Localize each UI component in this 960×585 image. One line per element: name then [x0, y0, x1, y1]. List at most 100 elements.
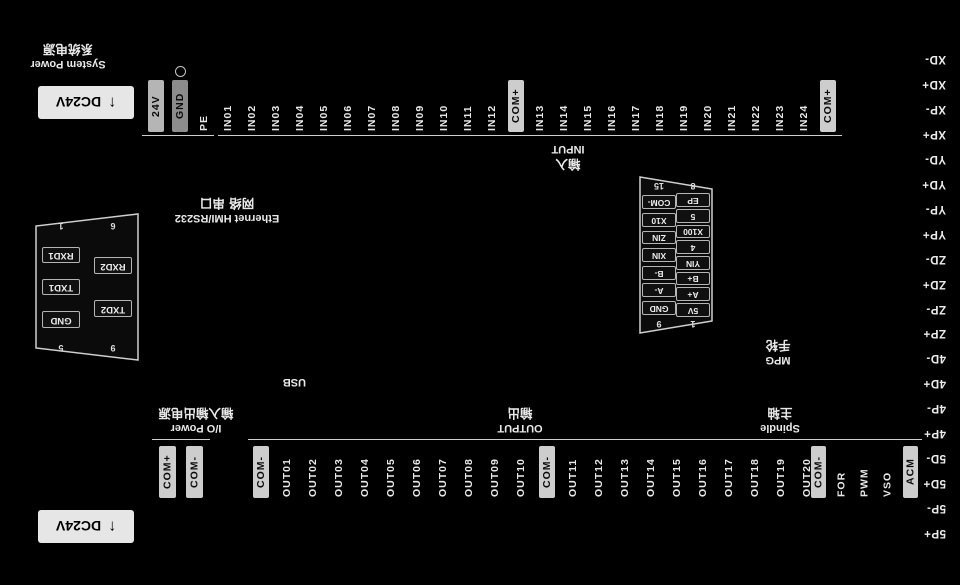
- axis-terminal-label: XD-: [924, 53, 946, 66]
- io-power-pin-row: COM+COM-: [154, 446, 208, 498]
- input-pin-label: IN19: [678, 104, 690, 131]
- axis-terminal-label: YD-: [924, 152, 946, 165]
- serial-port-title: Ethernet HMI/RS232 网络 串口: [144, 194, 310, 225]
- serial-port-title-en: Ethernet HMI/RS232: [174, 212, 280, 224]
- output-pin-label: OUT20: [801, 458, 813, 497]
- spindle-header-cn: 主轴: [767, 405, 793, 421]
- axis-terminal-label: ZD+: [922, 277, 946, 290]
- input-pin-label: COM+: [508, 80, 524, 132]
- mpg-header-en: MPG: [765, 354, 791, 366]
- io-power-pin-label: COM-: [186, 446, 203, 498]
- output-pin-label: OUT14: [645, 458, 657, 497]
- output-pin-label: OUT18: [749, 458, 761, 497]
- output-pin-label: OUT08: [463, 458, 475, 497]
- mpg-pin-label: X100: [676, 224, 710, 239]
- axis-terminal-label: ZP-: [925, 302, 946, 315]
- input-pin-label: IN18: [654, 104, 666, 131]
- mpg-pin-label: 4: [676, 240, 710, 255]
- io-power-dc24v-badge: ↑ DC24V: [38, 510, 134, 543]
- mpg-pin-label: 1: [690, 319, 696, 329]
- output-pin-label: OUT17: [723, 458, 735, 497]
- input-pin-label: IN17: [630, 104, 642, 131]
- axis-terminal-label: 4D+: [923, 377, 946, 390]
- io-power-dc24v-label: DC24V: [55, 518, 102, 535]
- system-power-title-en: System Power: [30, 58, 106, 70]
- serial-pin-label: 9: [110, 343, 116, 353]
- spindle-pin-label: VSO: [881, 471, 894, 497]
- output-pin-label: OUT12: [593, 458, 605, 497]
- mpg-pin-label: XIN: [642, 248, 676, 262]
- input-pin-label: IN01: [222, 104, 234, 131]
- io-power-title-en: I/O Power: [170, 422, 222, 434]
- output-pin-label: OUT03: [333, 458, 345, 497]
- output-pin-label: OUT04: [359, 458, 371, 497]
- spindle-header: Spindle 主轴: [742, 404, 818, 435]
- output-pin-label: OUT13: [619, 458, 631, 497]
- axis-terminal-label: YD+: [921, 177, 946, 190]
- system-power-title: System Power 系统电源: [18, 40, 118, 71]
- axis-terminal-label: XP+: [922, 128, 946, 140]
- serial-pin-label: TXD1: [42, 278, 80, 296]
- input-pin-label: IN05: [318, 104, 330, 131]
- input-pin-label: COM+: [820, 80, 836, 132]
- serial-pin-label: 1: [58, 221, 64, 232]
- mpg-header-cn: 手轮: [765, 337, 791, 353]
- axis-terminal-label: XD+: [921, 78, 946, 91]
- output-pin-label: OUT19: [775, 458, 787, 497]
- mpg-pin-label: COM-: [642, 195, 676, 210]
- output-pin-label: OUT15: [671, 458, 683, 497]
- output-pin-label: OUT09: [489, 458, 501, 497]
- input-header: 输入 INPUT: [530, 141, 606, 172]
- mpg-pin-label: EP: [676, 193, 710, 208]
- spindle-group-line: [807, 439, 922, 440]
- mpg-pin-label: A-: [642, 283, 676, 298]
- mpg-pin-label: ZIN: [642, 230, 676, 245]
- input-pin-label: IN23: [774, 104, 786, 131]
- output-pin-label: COM-: [539, 446, 555, 498]
- axis-terminal-label: YP+: [922, 227, 946, 240]
- input-pin-label: PE: [198, 114, 210, 131]
- serial-pin-label: RXD1: [42, 246, 80, 264]
- input-pin-label: IN09: [414, 104, 426, 131]
- spindle-pin-label: ACM: [903, 446, 918, 498]
- output-header-cn: 输出: [507, 405, 533, 421]
- output-pin-label: OUT11: [567, 458, 579, 497]
- system-power-title-cn: 系统电源: [43, 41, 94, 57]
- serial-pin-label: 5: [58, 343, 64, 353]
- input-pin-label: IN11: [462, 105, 474, 131]
- indicator-circle: [175, 66, 186, 77]
- input-group-line: [218, 135, 842, 136]
- input-header-cn: 输入: [555, 157, 581, 172]
- input-pin-label: IN24: [798, 104, 810, 131]
- input-pin-label: IN02: [246, 104, 258, 131]
- axis-terminal-label: 5P+: [923, 527, 946, 539]
- output-group-line: [248, 439, 820, 440]
- mpg-pin-label: 5: [676, 208, 710, 223]
- input-pin-label: IN06: [342, 104, 354, 131]
- input-pin-label: GND: [172, 80, 188, 132]
- input-pin-label: IN10: [438, 104, 450, 131]
- input-pin-label: IN16: [606, 104, 618, 131]
- serial-pin-label: 6: [110, 221, 116, 232]
- output-pin-label: OUT05: [385, 458, 397, 497]
- input-pin-label: IN22: [750, 104, 762, 131]
- output-pin-label: OUT16: [697, 458, 709, 497]
- input-pin-label: IN03: [270, 104, 282, 131]
- output-pin-label: OUT02: [307, 458, 319, 497]
- mpg-pin-label: 15: [654, 181, 665, 192]
- output-pin-label: OUT06: [411, 458, 423, 497]
- axis-terminal-label: ZD-: [925, 252, 946, 265]
- serial-port-title-cn: 网络 串口: [199, 195, 255, 211]
- axis-terminal-label: ZP+: [923, 327, 946, 340]
- mpg-pin-label: YIN: [676, 255, 710, 270]
- serial-pin-label: RXD2: [94, 257, 132, 275]
- mpg-header: MPG 手轮: [746, 336, 810, 367]
- power-arrow-icon: ↑: [108, 518, 117, 536]
